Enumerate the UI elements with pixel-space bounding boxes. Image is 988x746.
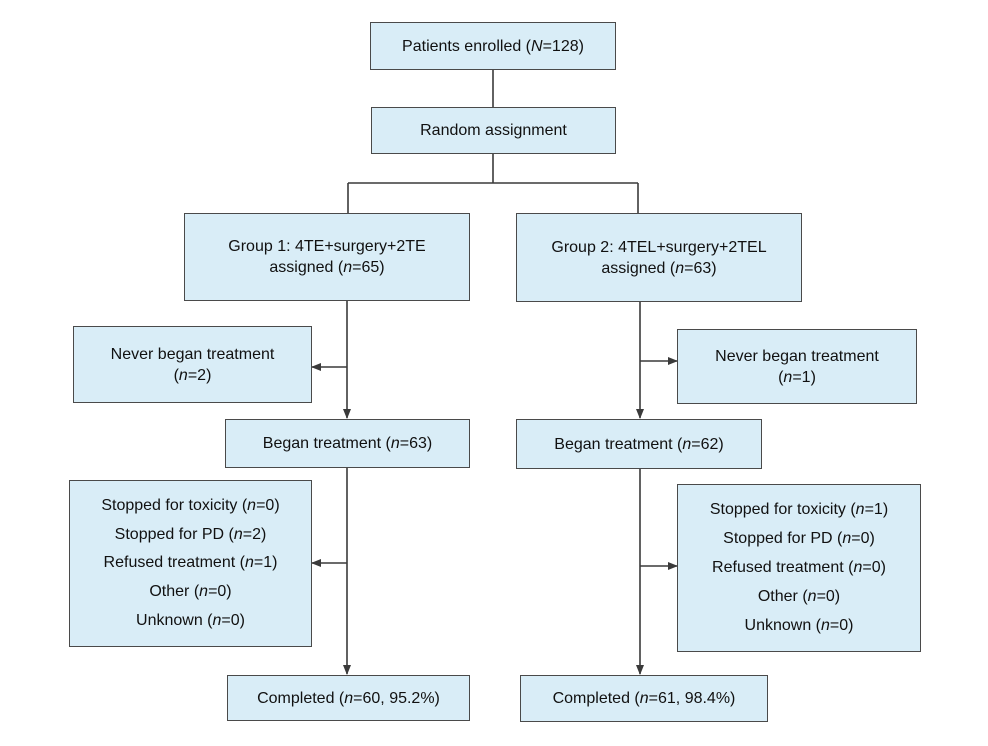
group1-began-treatment-box: Began treatment (n=63) [225,419,470,468]
group1-assigned-title: Group 1: 4TE+surgery+2TE [228,238,426,255]
group1-refused-treatment: Refused treatment (n=1) [103,554,278,572]
group2-refused-treatment: Refused treatment (n=0) [712,559,886,576]
group2-stopped-toxicity: Stopped for toxicity (n=1) [709,501,889,518]
group1-assigned-count: assigned (n=65) [269,259,385,276]
group1-stopped-toxicity: Stopped for toxicity (n=0) [101,496,280,514]
random-assignment-box: Random assignment [371,107,616,154]
group1-never-began-count: (n=2) [173,366,212,384]
group2-completed-label: Completed (n=61, 98.4%) [552,690,736,707]
group2-began-treatment-box: Began treatment (n=62) [516,419,762,469]
group1-began-treatment-label: Began treatment (n=63) [262,435,433,452]
group2-never-began-label: Never began treatment [715,347,879,365]
group2-stopped-pd: Stopped for PD (n=0) [723,530,875,547]
random-assignment-label: Random assignment [420,122,567,139]
group2-began-treatment-label: Began treatment (n=62) [554,435,724,453]
group2-assigned-title: Group 2: 4TEL+surgery+2TEL [551,238,767,256]
group1-discontinued-box: Stopped for toxicity (n=0) Stopped for P… [69,480,312,647]
group1-other: Other (n=0) [149,583,232,601]
group1-never-began-label: Never began treatment [110,345,275,363]
group2-other: Other (n=0) [757,588,841,605]
group2-completed-box: Completed (n=61, 98.4%) [520,675,768,722]
group2-assigned-box: Group 2: 4TEL+surgery+2TEL assigned (n=6… [516,213,802,302]
group2-unknown: Unknown (n=0) [744,617,854,634]
group1-never-began-box: Never began treatment (n=2) [73,326,312,403]
group1-unknown: Unknown (n=0) [136,612,245,630]
group1-completed-box: Completed (n=60, 95.2%) [227,675,470,721]
group2-assigned-count: assigned (n=63) [601,259,717,277]
group1-completed-label: Completed (n=60, 95.2%) [257,689,440,707]
patients-enrolled-label: Patients enrolled (N=128) [402,37,584,55]
group2-never-began-box: Never began treatment (n=1) [677,329,917,404]
group2-discontinued-box: Stopped for toxicity (n=1) Stopped for P… [677,484,921,652]
group1-stopped-pd: Stopped for PD (n=2) [114,525,267,543]
group2-never-began-count: (n=1) [778,368,816,386]
patients-enrolled-box: Patients enrolled (N=128) [370,22,616,70]
group1-assigned-box: Group 1: 4TE+surgery+2TE assigned (n=65) [184,213,470,301]
